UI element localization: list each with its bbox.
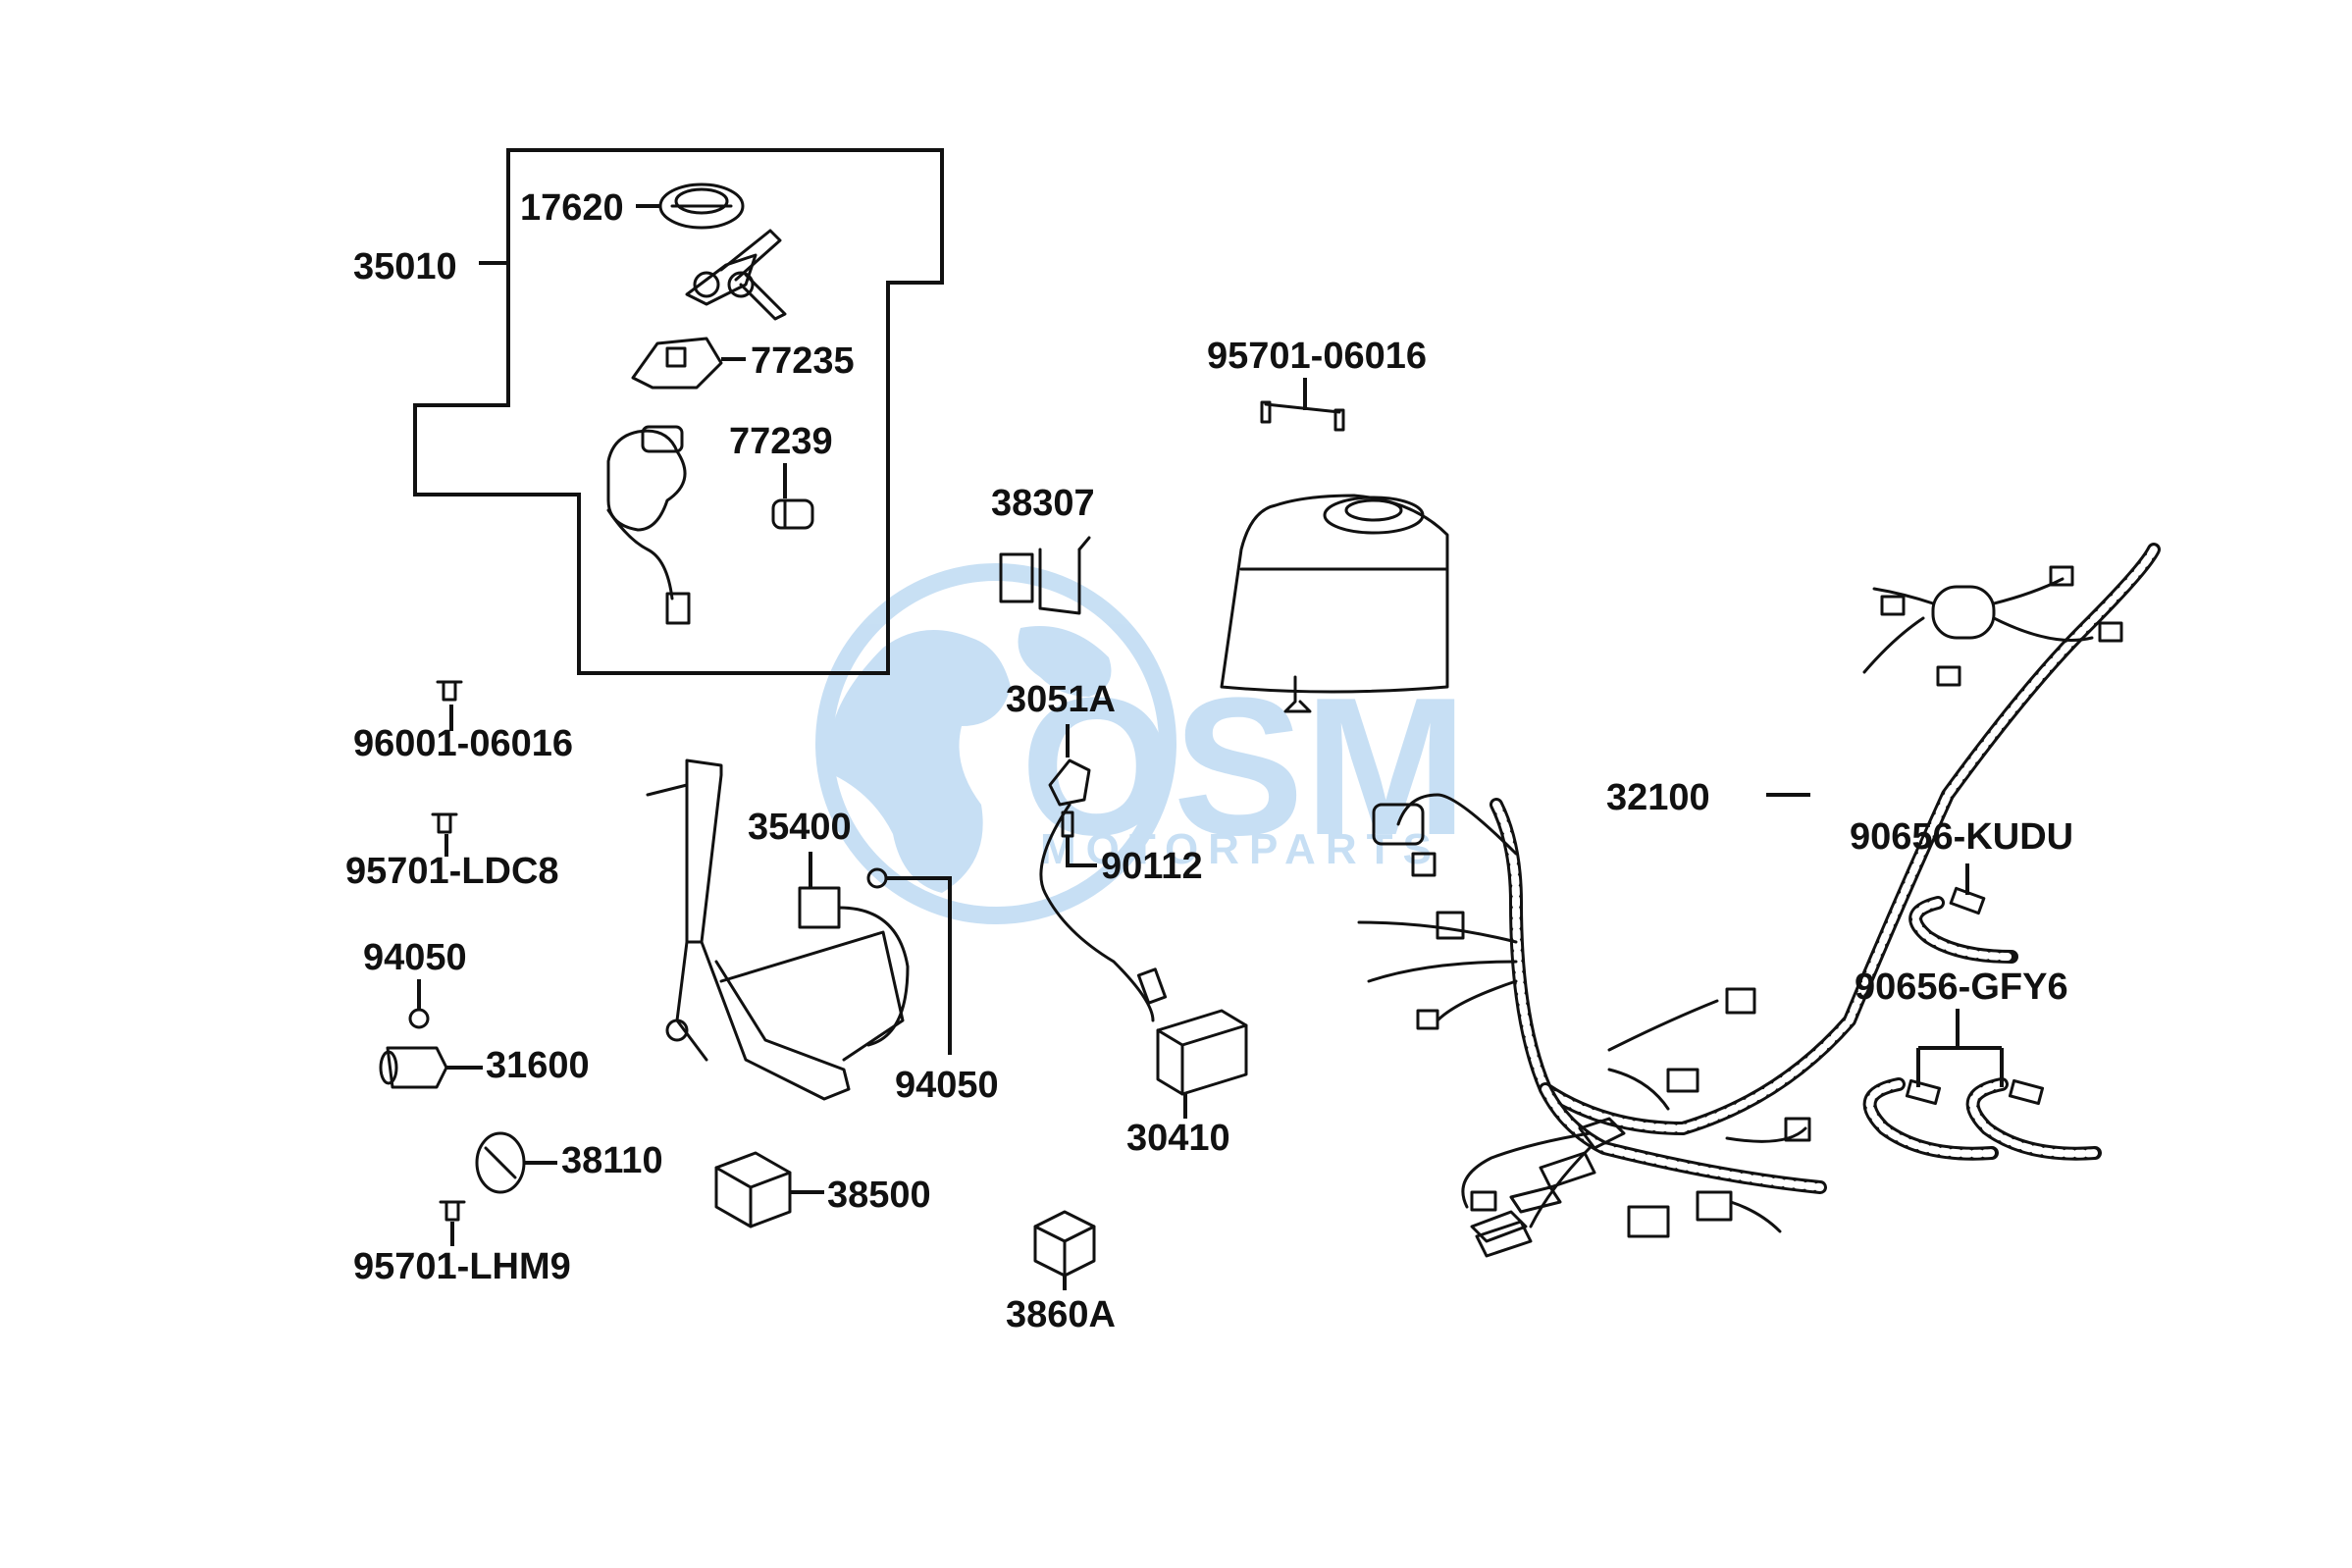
label-94050-b[interactable]: 94050 — [895, 1065, 999, 1106]
label-95701-lhm9[interactable]: 95701-LHM9 — [353, 1246, 571, 1287]
label-77235[interactable]: 77235 — [751, 340, 855, 382]
key-set-outline — [413, 148, 944, 675]
label-35400[interactable]: 35400 — [748, 807, 852, 848]
sensor-3051a-part[interactable] — [1039, 758, 1168, 1022]
watermark-logo-text: OSM — [1020, 657, 1468, 876]
lock-cylinder-part[interactable] — [771, 498, 814, 530]
strap-gfy6-a-part[interactable] — [1862, 1077, 1999, 1161]
label-77239[interactable]: 77239 — [729, 421, 833, 462]
fuel-tank-part[interactable] — [1220, 494, 1449, 713]
strap-gfy6-b-part[interactable] — [1965, 1077, 2102, 1161]
relay-35400-part[interactable] — [798, 886, 910, 1047]
cap-38110-part[interactable] — [475, 1131, 526, 1194]
keys-part[interactable] — [685, 229, 787, 321]
leader-lines — [417, 204, 2004, 1290]
label-90112[interactable]: 90112 — [1101, 846, 1203, 887]
label-31600[interactable]: 31600 — [486, 1045, 590, 1086]
nut-94050-part[interactable] — [408, 1008, 430, 1029]
label-35010[interactable]: 35010 — [353, 246, 457, 287]
screw-96001-part[interactable] — [436, 680, 463, 702]
label-38110[interactable]: 38110 — [561, 1140, 663, 1181]
label-38307[interactable]: 38307 — [991, 483, 1095, 524]
label-3051a[interactable]: 3051A — [1006, 679, 1116, 720]
strap-kudu-part[interactable] — [1908, 886, 2018, 964]
globe-icon — [815, 563, 1176, 924]
battery-frame-part[interactable] — [646, 758, 905, 1101]
ignition-switch-part[interactable] — [606, 425, 691, 625]
label-95701-ldc8[interactable]: 95701-LDC8 — [345, 851, 559, 892]
relay-38500-part[interactable] — [714, 1151, 792, 1228]
relay-3860a-part[interactable] — [1033, 1210, 1096, 1278]
label-30410[interactable]: 30410 — [1126, 1118, 1230, 1159]
part-labels: 35010 17620 77235 77239 38307 95701-0601… — [345, 187, 2073, 1335]
label-90656-gfy6[interactable]: 90656-GFY6 — [1855, 967, 2068, 1008]
label-17620[interactable]: 17620 — [520, 187, 624, 229]
label-96001-06016[interactable]: 96001-06016 — [353, 723, 573, 764]
nut-94050b-part[interactable] — [866, 867, 888, 889]
bracket-38307-part[interactable] — [999, 536, 1091, 615]
label-90656-kudu[interactable]: 90656-KUDU — [1850, 816, 2073, 858]
label-32100[interactable]: 32100 — [1606, 777, 1710, 818]
lock-bracket-part[interactable] — [631, 337, 723, 390]
osm-watermark: OSM MOTORPARTS — [815, 563, 1468, 924]
sensor-31600-part[interactable] — [379, 1046, 448, 1089]
watermark-sub-text: MOTORPARTS — [1040, 825, 1441, 873]
label-94050-a[interactable]: 94050 — [363, 937, 467, 978]
label-3860a[interactable]: 3860A — [1006, 1294, 1116, 1335]
cdi-unit-30410-part[interactable] — [1156, 1009, 1248, 1096]
bolt-95701-06016-part[interactable] — [1260, 400, 1345, 432]
label-95701-06016[interactable]: 95701-06016 — [1207, 336, 1427, 377]
wire-harness-32100-part[interactable] — [1357, 543, 2161, 1258]
screw-95701-ldc8-part[interactable] — [431, 812, 458, 834]
screw-95701-lhm9-part[interactable] — [439, 1200, 466, 1222]
key-cover-part[interactable] — [658, 183, 745, 230]
label-38500[interactable]: 38500 — [827, 1175, 931, 1216]
